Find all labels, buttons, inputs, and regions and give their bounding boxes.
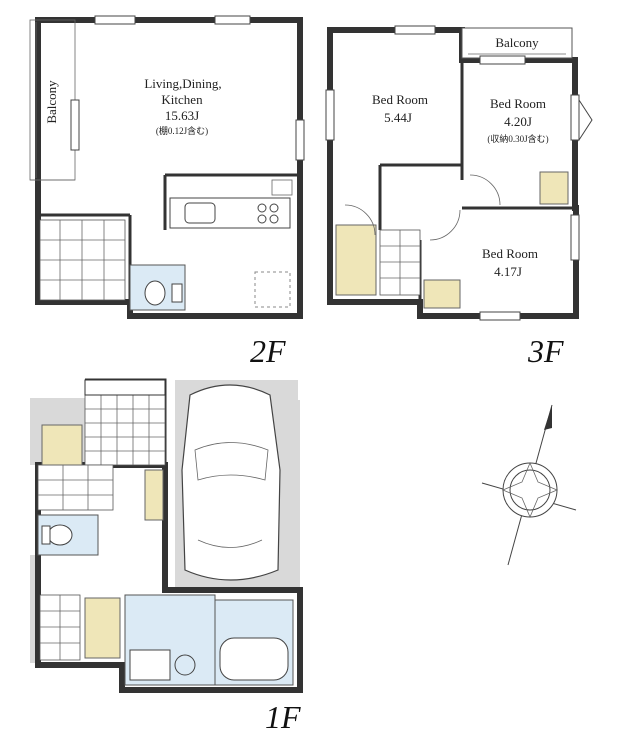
floor-2f: Balcony Living,Dining, Kitchen 15.63J (棚… <box>29 15 305 369</box>
bathroom <box>214 599 294 686</box>
bed2-size: 4.20J <box>504 114 532 129</box>
floor-1f: 1F <box>30 378 303 735</box>
closet-bed2 <box>539 171 569 205</box>
bed2-note: (収納0.30J含む) <box>487 133 548 144</box>
staircase-2f <box>39 219 126 301</box>
staircase-1f <box>39 594 81 661</box>
north-compass-icon <box>481 404 577 566</box>
floor-label-3f: 3F <box>527 333 564 369</box>
toilet-2f <box>129 264 186 311</box>
closet-1f <box>84 597 121 659</box>
washroom <box>124 594 216 686</box>
ldk-size: 15.63J <box>165 108 199 123</box>
kitchen-counter <box>169 179 293 308</box>
shoe-closet <box>144 469 164 521</box>
closet-bed3 <box>423 279 461 309</box>
stair-storage <box>41 424 83 466</box>
closet-bed1 <box>335 224 377 296</box>
bed3-name: Bed Room <box>482 246 538 261</box>
floor-label-2f: 2F <box>250 333 286 369</box>
ldk-note: (棚0.12J含む) <box>156 125 208 136</box>
bathtub-icon <box>219 637 289 681</box>
stove-icon <box>257 203 279 224</box>
sink-icon <box>184 202 216 224</box>
staircase-3f <box>379 229 421 296</box>
toilet-1f <box>37 514 99 556</box>
floor-3f: Bed Room 5.44J Balcony Bed Room 4.20J (収… <box>325 25 593 369</box>
car-icon <box>181 384 281 581</box>
entrance-tiles <box>84 379 166 466</box>
ldk-label-line1: Living,Dining, <box>144 76 221 91</box>
floor-label-1f: 1F <box>265 699 301 735</box>
balcony-label-3f: Balcony <box>495 35 539 50</box>
bed1-name: Bed Room <box>372 92 428 107</box>
balcony-label-2f: Balcony <box>44 80 59 124</box>
bed1-size: 5.44J <box>384 110 412 125</box>
bed2-name: Bed Room <box>490 96 546 111</box>
bed3-size: 4.17J <box>494 264 522 279</box>
ldk-label-line2: Kitchen <box>161 92 203 107</box>
